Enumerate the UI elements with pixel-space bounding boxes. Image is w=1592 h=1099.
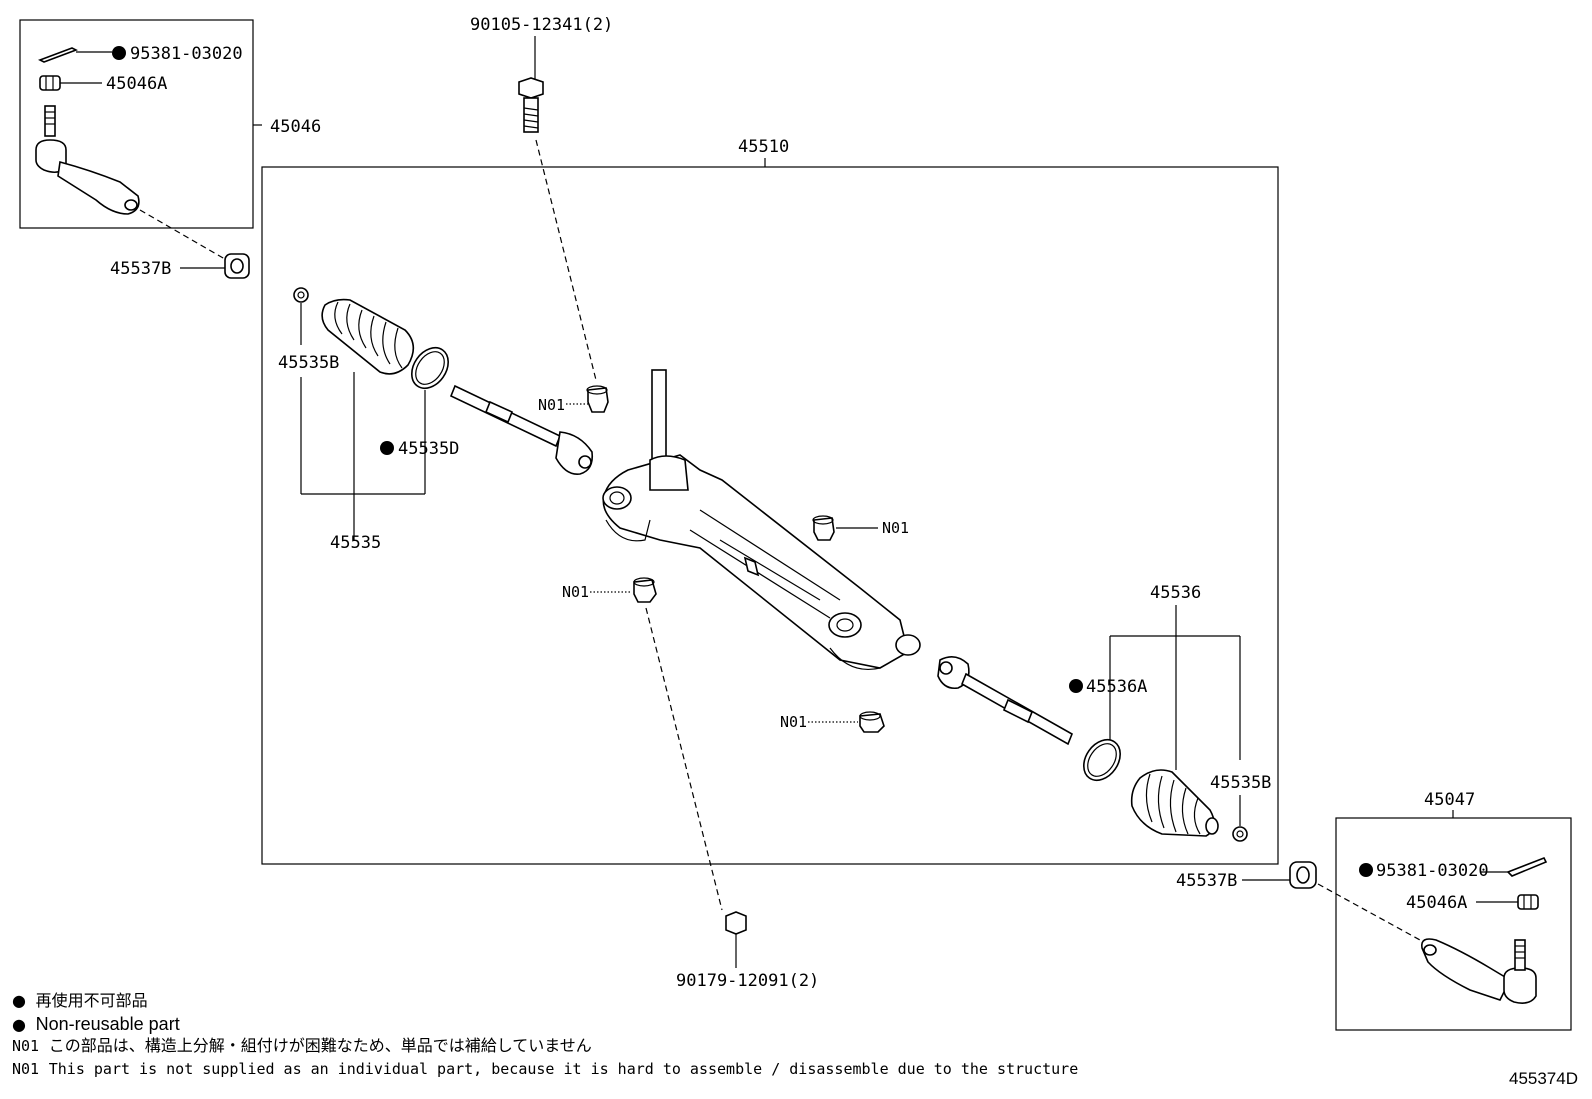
diagram-code: 455374D: [1508, 1069, 1578, 1088]
legend-nonreusable-en: ● Non-reusable part: [12, 1013, 180, 1036]
rack-assembly-frame: [261, 166, 1279, 865]
boot-right: [1130, 769, 1219, 837]
legend-n01-en-text: This part is not supplied as an individu…: [48, 1060, 1079, 1078]
legend-n01-code-jp: N01: [12, 1037, 40, 1055]
nonreusable-symbol: ●: [12, 991, 26, 1010]
clamp-45536A: [1083, 738, 1121, 782]
legend-nonreusable-jp: ● 再使用不可部品: [12, 990, 148, 1012]
nonreusable-symbol-en: ●: [12, 1015, 26, 1034]
rack-housing: [602, 369, 921, 670]
label-45536: 45536: [1150, 583, 1201, 603]
bushing-n01-a: [566, 385, 609, 413]
label-45046A-br: 45046A: [1406, 893, 1467, 913]
inner-tie-rod-left: [449, 384, 594, 475]
label-n01-b: N01: [882, 519, 909, 537]
label-45535B-left: 45535B: [278, 353, 339, 373]
legend-n01-jp: N01 この部品は、構造上分解・組付けが困難なため、単品では補給していません: [12, 1035, 592, 1057]
label-90179: 90179-12091(2): [676, 971, 819, 991]
bushing-n01-d: [808, 711, 885, 733]
nut-90179: [725, 911, 747, 968]
label-45537B-right: 45537B: [1176, 871, 1237, 891]
tie-rod-end-left-box: [19, 19, 254, 229]
legend-jp-text: 再使用不可部品: [35, 991, 148, 1010]
label-90105: 90105-12341(2): [470, 15, 613, 35]
cotter-pin-left: [38, 46, 126, 63]
bushing-n01-c: [590, 577, 657, 603]
label-45535D: 45535D: [398, 439, 459, 459]
legend-en-text: Non-reusable part: [35, 1014, 180, 1034]
castle-nut-left: [39, 75, 102, 91]
cotter-pin-right: [1359, 856, 1548, 877]
label-45535: 45535: [330, 533, 381, 553]
legend-n01-code-en: N01: [12, 1060, 40, 1078]
clip-45535B-left: [293, 287, 309, 303]
label-95381-tl: 95381-03020: [130, 44, 243, 64]
tie-rod-end-right: [1420, 938, 1537, 1004]
label-45046A-tl: 45046A: [106, 74, 167, 94]
inner-tie-rod-right: [937, 656, 1074, 746]
label-45537B-left: 45537B: [110, 259, 171, 279]
label-n01-d: N01: [780, 713, 807, 731]
label-n01-a: N01: [538, 396, 565, 414]
boot-left: [321, 298, 415, 375]
label-45535B-right: 45535B: [1210, 773, 1271, 793]
label-45510: 45510: [738, 137, 789, 157]
bushing-45537B-left: [180, 253, 250, 279]
tie-rod-end-left: [35, 105, 140, 215]
label-45046: 45046: [270, 117, 321, 137]
tie-rod-end-right-box: [1335, 817, 1572, 1031]
legend-n01-jp-text: この部品は、構造上分解・組付けが困難なため、単品では補給していません: [48, 1036, 592, 1055]
bushing-45537B-right: [1242, 861, 1317, 889]
legend-n01-en: N01 This part is not supplied as an indi…: [12, 1058, 1078, 1080]
label-45047: 45047: [1424, 790, 1475, 810]
bolt-90105: [518, 77, 544, 133]
castle-nut-right: [1476, 894, 1539, 910]
clamp-45535D: [411, 346, 449, 390]
bushing-n01-b: [812, 515, 878, 541]
label-n01-c: N01: [562, 583, 589, 601]
label-45536A: 45536A: [1086, 677, 1147, 697]
clip-45535B-right: [1232, 826, 1248, 842]
label-95381-br: 95381-03020: [1376, 861, 1489, 881]
